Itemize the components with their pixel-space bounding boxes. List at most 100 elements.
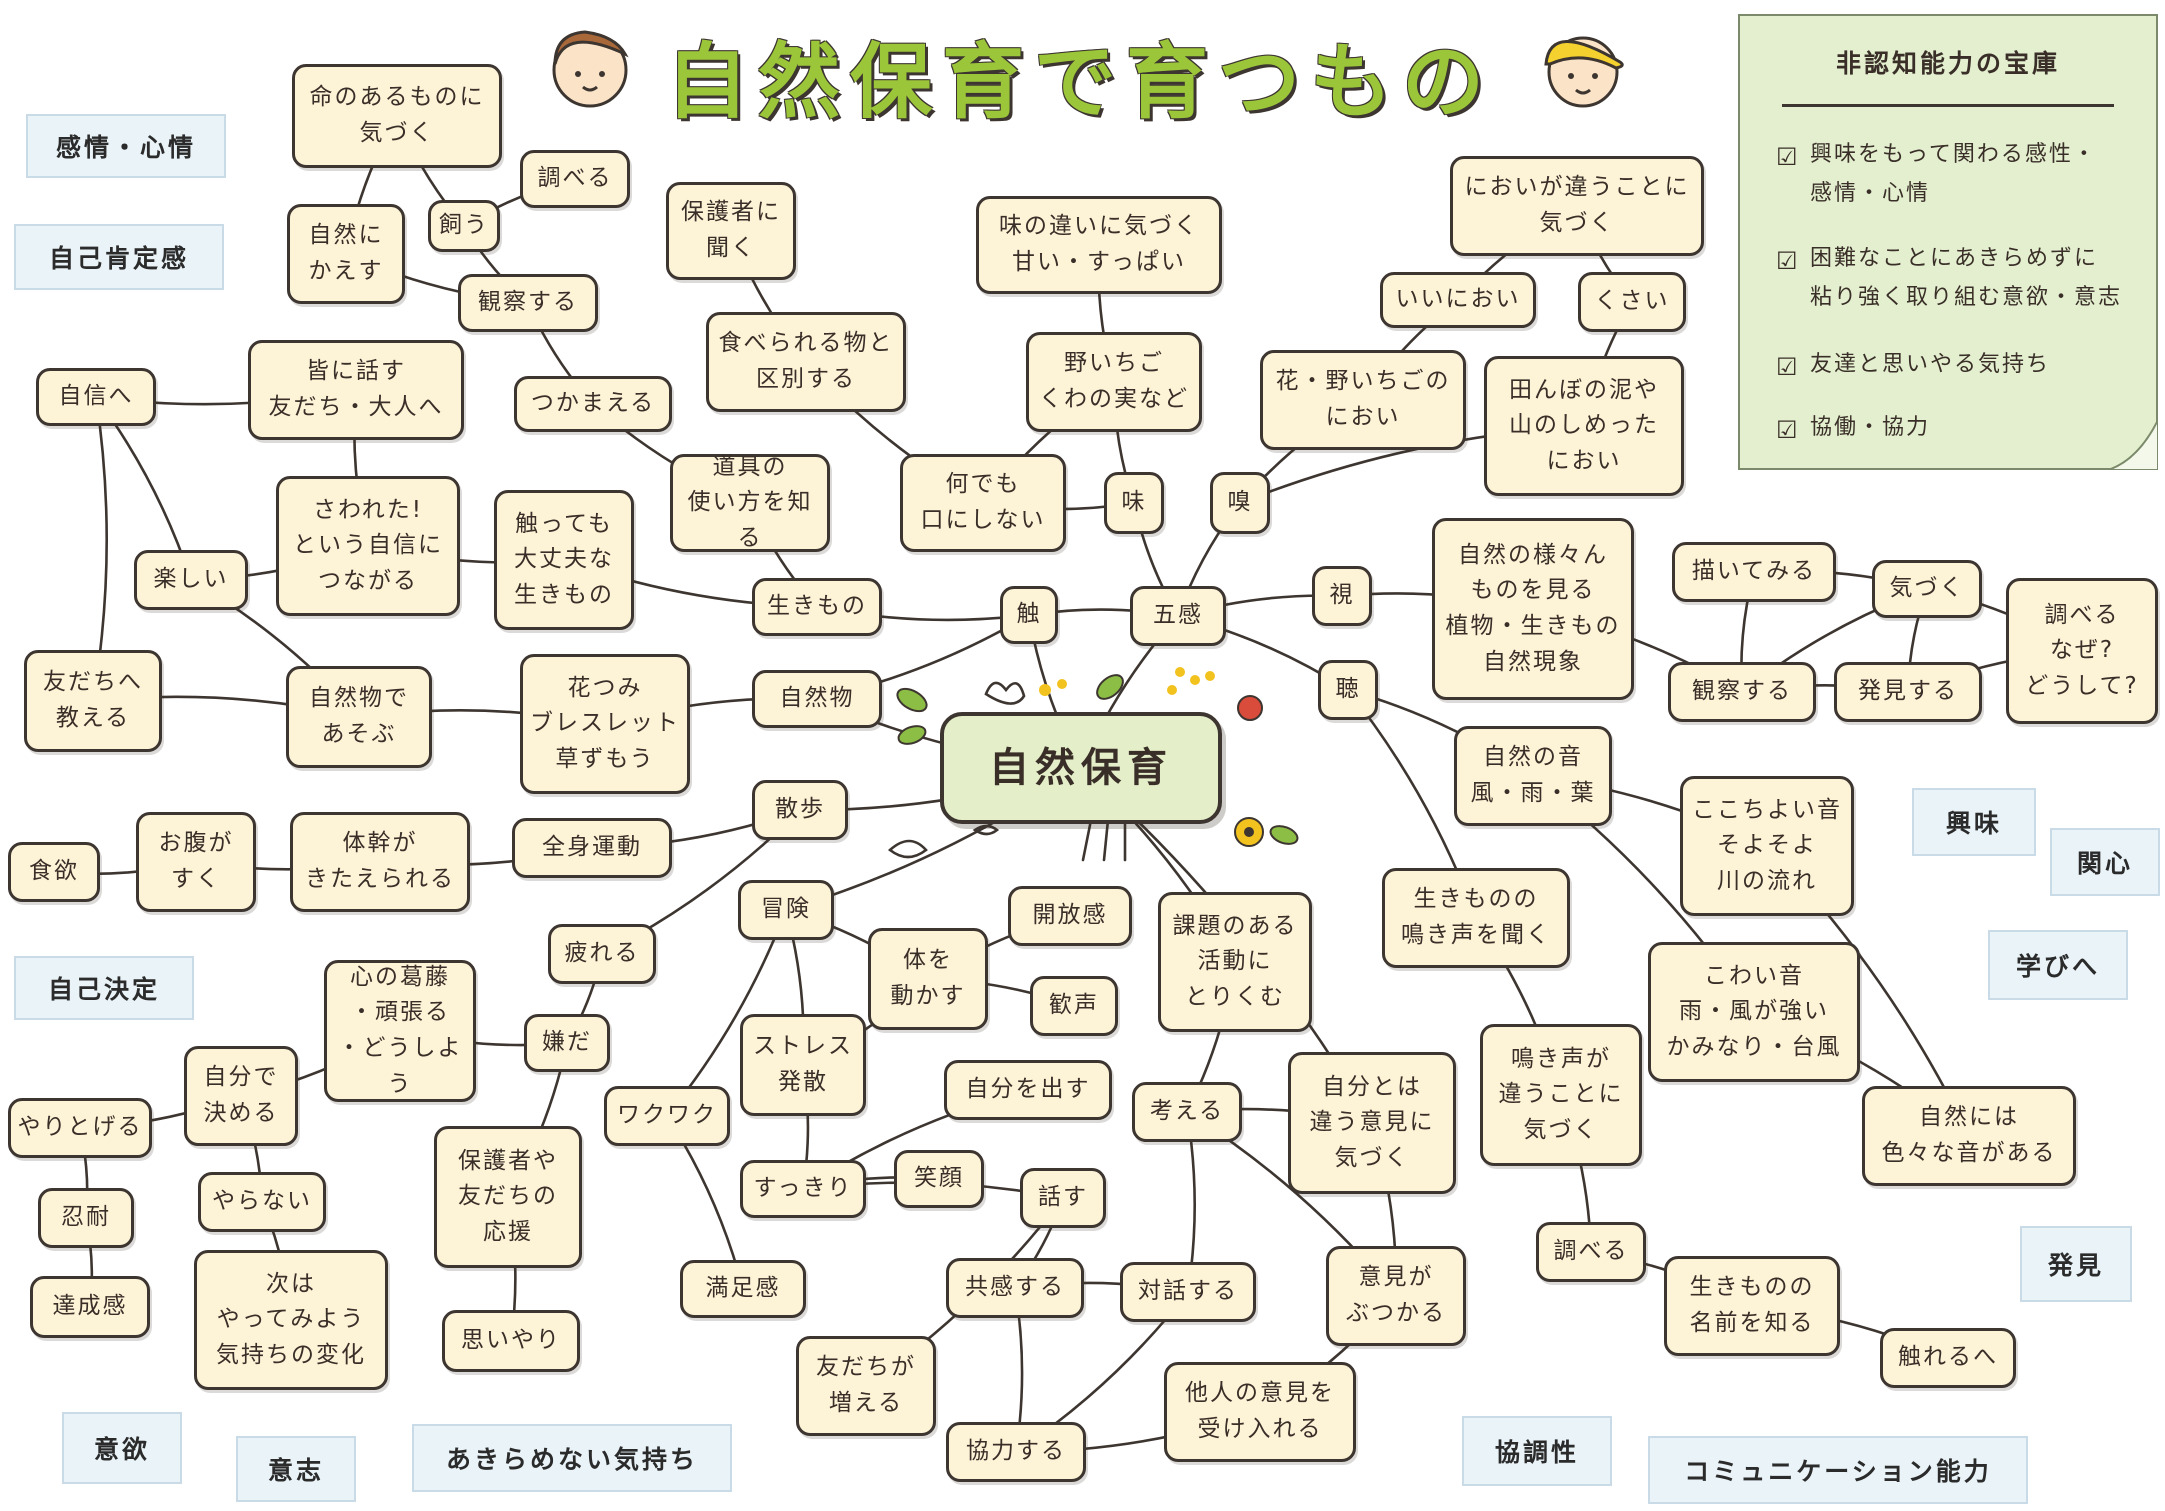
- node: 触っても 大丈夫な 生きもの: [494, 490, 634, 630]
- node: やりとげる: [8, 1098, 152, 1158]
- node: 花つみ ブレスレット 草ずもう: [520, 654, 690, 794]
- node: 嫌だ: [524, 1014, 610, 1072]
- node: 生きものの 名前を知る: [1664, 1256, 1840, 1356]
- node: 観察する: [1668, 662, 1816, 722]
- node: 飼う: [428, 200, 500, 252]
- node: 自然物で あそぶ: [286, 666, 432, 768]
- child-hat-face-icon: [1544, 36, 1624, 108]
- node: 視: [1312, 566, 1372, 626]
- node: 歓声: [1030, 976, 1118, 1036]
- node: 自然には 色々な音がある: [1862, 1086, 2076, 1186]
- node: 友だちが 増える: [796, 1336, 936, 1436]
- node: 五感: [1130, 586, 1226, 646]
- keyword-kanjou: 感情・心情: [26, 114, 226, 178]
- node: 考える: [1132, 1082, 1242, 1142]
- node: 嗅: [1210, 472, 1270, 534]
- node: こわい音 雨・風が強い かみなり・台風: [1648, 942, 1860, 1082]
- node: お腹が すく: [136, 812, 256, 912]
- node: 食欲: [8, 842, 100, 902]
- note-item: ☑ 興味をもって関わる感性・ 感情・心情: [1776, 136, 2136, 213]
- checkbox-icon: ☑: [1776, 247, 1800, 275]
- node: 生きものの 鳴き声を聞く: [1382, 868, 1570, 968]
- keyword-kanshin: 関心: [2050, 828, 2160, 896]
- node: 忍耐: [38, 1188, 134, 1248]
- node: 全身運動: [512, 818, 672, 878]
- node: 意見が ぶつかる: [1326, 1246, 1466, 1346]
- node: 調べる: [1536, 1222, 1646, 1282]
- node: 楽しい: [134, 550, 248, 610]
- node: 触: [1000, 586, 1058, 644]
- node: くさい: [1578, 272, 1686, 332]
- node: 自然の音 風・雨・葉: [1454, 726, 1612, 826]
- center-node: 自然保育: [940, 712, 1222, 824]
- node: 満足感: [680, 1260, 806, 1318]
- node: 笑顔: [894, 1150, 984, 1208]
- node: 散歩: [752, 780, 848, 840]
- keyword-manabi: 学びへ: [1988, 930, 2128, 1000]
- note-item: ☑ 困難なことにあきらめずに 粘り強く取り組む意欲・意志: [1776, 240, 2136, 317]
- node: 他人の意見を 受け入れる: [1164, 1362, 1356, 1462]
- note-item: ☑ 友達と思いやる気持ち: [1776, 346, 2136, 388]
- node: 気づく: [1872, 560, 1982, 618]
- node: 自信へ: [36, 368, 156, 426]
- node: 味: [1104, 472, 1164, 534]
- node: 命のあるものに 気づく: [292, 64, 502, 168]
- node: 自分とは 違う意見に 気づく: [1288, 1052, 1456, 1194]
- node: 触れるへ: [1880, 1328, 2016, 1388]
- node: 生きもの: [752, 578, 882, 636]
- keyword-kyoumi: 興味: [1912, 788, 2036, 856]
- node: 自然の様々ん ものを見る 植物・生きもの 自然現象: [1432, 518, 1634, 700]
- node: 何でも 口にしない: [900, 454, 1066, 552]
- node: 冒険: [738, 880, 834, 940]
- note-item: ☑ 協働・協力: [1776, 409, 2136, 451]
- node: 描いてみる: [1672, 542, 1836, 602]
- node: すっきり: [740, 1160, 866, 1218]
- node: 保護者や 友だちの 応援: [434, 1126, 582, 1268]
- node: 自分で 決める: [184, 1046, 298, 1146]
- node: さわれた! という自信に つながる: [276, 476, 460, 616]
- node: 観察する: [458, 274, 598, 332]
- node: 田んぼの泥や 山のしめった におい: [1484, 356, 1684, 496]
- node: 自然に かえす: [287, 204, 405, 304]
- node: ストレス 発散: [740, 1014, 866, 1116]
- checkbox-icon: ☑: [1776, 143, 1800, 171]
- node: 発見する: [1834, 662, 1982, 722]
- node: 鳴き声が 違うことに 気づく: [1480, 1024, 1642, 1166]
- node: ここちよい音 そよそよ 川の流れ: [1680, 776, 1854, 916]
- node: 疲れる: [548, 924, 656, 984]
- node: 花・野いちごの におい: [1260, 350, 1466, 450]
- keyword-jiko-kouteikan: 自己肯定感: [14, 224, 224, 290]
- page-fold-icon: [2108, 420, 2158, 470]
- node: 達成感: [30, 1276, 150, 1338]
- node: 心の葛藤 ・頑張る ・どうしよう: [324, 960, 476, 1102]
- page-title: 自然保育で育つもの: [665, 34, 1494, 130]
- node: 聴: [1318, 660, 1378, 720]
- node: 思いやり: [442, 1310, 580, 1372]
- node: においが違うことに 気づく: [1450, 156, 1704, 256]
- node: 体を 動かす: [868, 928, 988, 1030]
- node: やらない: [198, 1172, 326, 1232]
- node: 皆に話す 友だち・大人へ: [248, 340, 464, 440]
- node: 体幹が きたえられる: [290, 812, 470, 912]
- child-face-icon: [552, 30, 629, 108]
- node: 課題のある 活動に とりくむ: [1158, 892, 1312, 1032]
- keyword-iyoku: 意欲: [62, 1412, 182, 1484]
- node: 保護者に 聞く: [666, 182, 796, 280]
- decoration-leaves: [887, 667, 1299, 862]
- node: 味の違いに気づく 甘い・すっぱい: [976, 196, 1222, 294]
- keyword-jiko-kettei: 自己決定: [14, 956, 194, 1020]
- node: ワクワク: [604, 1086, 730, 1146]
- node: 協力する: [946, 1422, 1086, 1482]
- keyword-kyouchousei: 協調性: [1462, 1416, 1612, 1486]
- node: 共感する: [946, 1258, 1084, 1318]
- node: つかまえる: [514, 376, 672, 432]
- keyword-akiramenai: あきらめない気持ち: [412, 1424, 732, 1492]
- node: いいにおい: [1380, 272, 1536, 328]
- node: 自分を出す: [944, 1060, 1112, 1120]
- node: 話す: [1020, 1168, 1106, 1228]
- keyword-ishi: 意志: [236, 1436, 356, 1502]
- node: 開放感: [1008, 886, 1132, 946]
- node: 自然物: [752, 670, 882, 728]
- node: 道具の 使い方を知る: [670, 454, 830, 552]
- node: 野いちご くわの実など: [1026, 332, 1202, 432]
